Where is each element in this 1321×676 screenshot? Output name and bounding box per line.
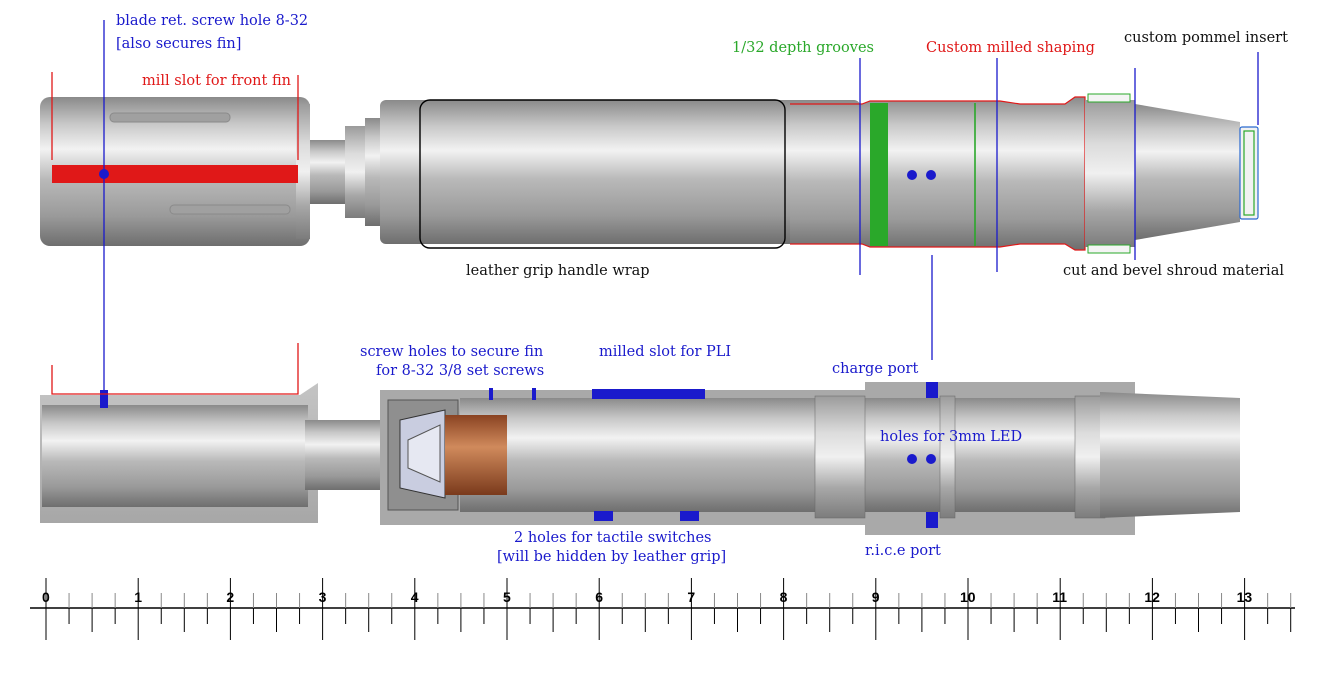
chassis-ring-1 bbox=[814, 395, 866, 519]
fin-slot-recess-top bbox=[109, 112, 231, 123]
label-blade-screw-1: blade ret. screw hole 8-32 bbox=[116, 13, 308, 29]
led-cone bbox=[407, 424, 441, 483]
label-pli-slot: milled slot for PLI bbox=[599, 344, 731, 360]
neck-step-1 bbox=[345, 126, 365, 218]
emitter-bore bbox=[42, 405, 308, 507]
custom-milled-outline bbox=[790, 96, 1086, 251]
ruler-label: 11 bbox=[1052, 589, 1067, 605]
ruler-label: 5 bbox=[503, 589, 511, 605]
label-screw-holes-1: screw holes to secure fin bbox=[360, 344, 543, 360]
led-hole-1 bbox=[907, 170, 917, 180]
led-hole-2 bbox=[926, 170, 936, 180]
label-charge-port: charge port bbox=[832, 361, 918, 377]
fin-slot-bracket bbox=[51, 343, 299, 395]
ruler-label: 13 bbox=[1237, 589, 1253, 605]
label-mill-slot: mill slot for front fin bbox=[142, 73, 291, 89]
groove-4 bbox=[870, 103, 888, 246]
pommel-section bbox=[1100, 392, 1240, 518]
ruler-label: 9 bbox=[872, 589, 880, 605]
ruler-label: 6 bbox=[595, 589, 603, 605]
pommel-insert bbox=[1239, 126, 1259, 220]
ruler-label: 3 bbox=[319, 589, 327, 605]
label-leather-grip: leather grip handle wrap bbox=[466, 263, 650, 279]
label-depth-grooves: 1/32 depth grooves bbox=[732, 40, 874, 56]
label-custom-milled: Custom milled shaping bbox=[926, 40, 1095, 56]
hilt-exterior-view bbox=[40, 93, 1259, 254]
label-rice-port: r.i.c.e port bbox=[865, 543, 941, 559]
rice-port bbox=[926, 512, 938, 528]
hilt-section-view bbox=[40, 343, 1240, 535]
label-pommel-insert: custom pommel insert bbox=[1124, 30, 1288, 46]
tactile-hole-1 bbox=[594, 511, 613, 521]
label-bevel-shroud: cut and bevel shroud material bbox=[1063, 263, 1284, 279]
ruler-label: 2 bbox=[226, 589, 234, 605]
shroud-collar bbox=[1085, 100, 1135, 247]
ruler-label: 1 bbox=[134, 589, 142, 605]
label-tactile-2: [will be hidden by leather grip] bbox=[497, 549, 726, 565]
ruler-label: 10 bbox=[960, 589, 976, 605]
chassis-ring-2 bbox=[939, 395, 956, 519]
pli-slot bbox=[592, 389, 705, 399]
shroud-top bbox=[1087, 93, 1131, 103]
fin-screw-2 bbox=[532, 388, 536, 400]
fin-screw-1 bbox=[489, 388, 493, 400]
pommel-insert-green bbox=[1243, 130, 1255, 216]
front-fin-slot bbox=[52, 165, 298, 183]
ruler-label: 0 bbox=[42, 589, 50, 605]
led-hole-section-1 bbox=[907, 454, 917, 464]
neck-step-2 bbox=[365, 118, 383, 226]
pommel-taper bbox=[1135, 104, 1240, 240]
neck-section bbox=[305, 420, 385, 490]
led-hole-section-2 bbox=[926, 454, 936, 464]
tactile-hole-2 bbox=[680, 511, 699, 521]
ruler-label: 4 bbox=[411, 589, 419, 605]
main-bore bbox=[460, 398, 1140, 512]
shroud-bottom bbox=[1087, 244, 1131, 254]
ruler-label: 12 bbox=[1144, 589, 1160, 605]
label-led-holes: holes for 3mm LED bbox=[880, 429, 1022, 445]
labels: blade ret. screw hole 8-32 [also secures… bbox=[116, 13, 1288, 565]
label-tactile-1: 2 holes for tactile switches bbox=[514, 530, 712, 546]
grip-body bbox=[380, 100, 860, 244]
charge-port bbox=[926, 382, 938, 398]
heatsink bbox=[445, 415, 507, 495]
ruler-label: 7 bbox=[687, 589, 695, 605]
leather-grip-outline bbox=[419, 99, 786, 249]
emitter-ring bbox=[296, 104, 310, 239]
blade-screw-slot bbox=[100, 390, 108, 408]
fin-slot-recess-bottom bbox=[169, 204, 291, 215]
label-blade-screw-2: [also secures fin] bbox=[116, 36, 241, 52]
label-screw-holes-2: for 8-32 3/8 set screws bbox=[376, 363, 544, 379]
neck bbox=[310, 140, 350, 204]
leader-lines-top bbox=[51, 20, 1259, 395]
ruler-label: 8 bbox=[780, 589, 788, 605]
